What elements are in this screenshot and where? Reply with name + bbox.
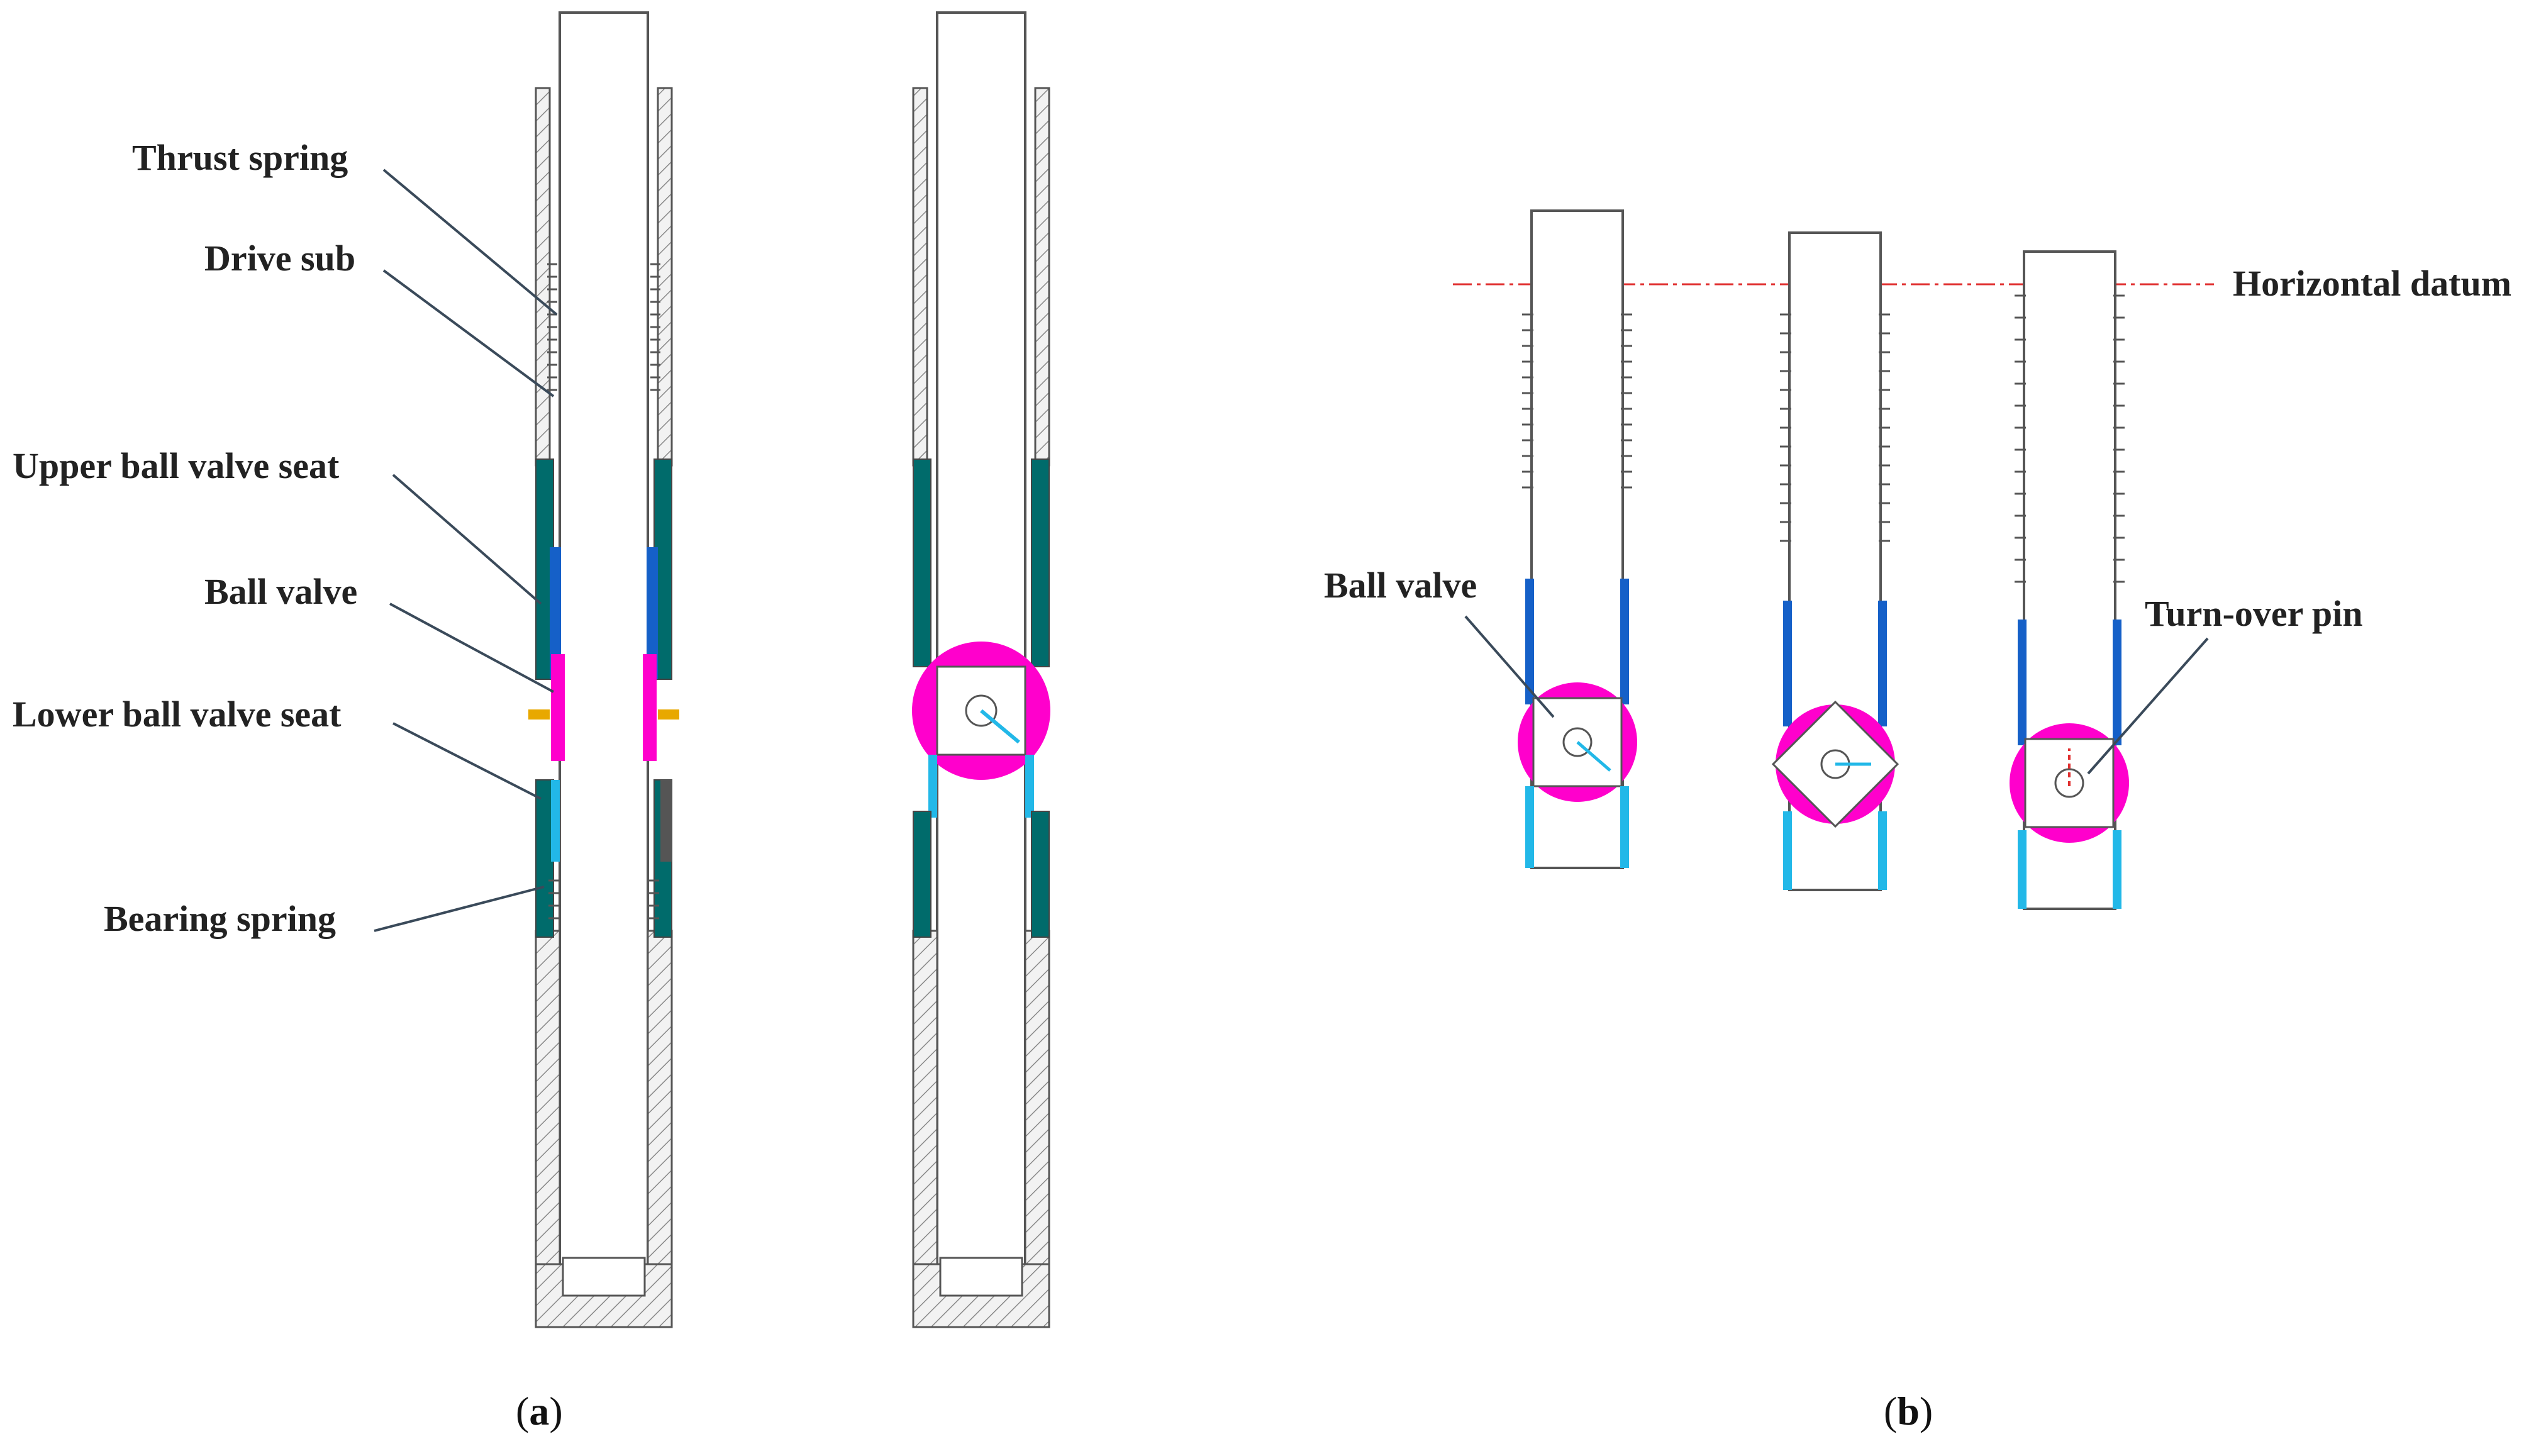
- ball-valve-right: [643, 654, 657, 761]
- upper-seat-blue-right: [647, 547, 658, 679]
- leader-turn-over-pin: [2087, 637, 2209, 775]
- leader-upper-seat: [392, 474, 542, 605]
- spring-coils: [1780, 313, 1890, 542]
- tool-b-position-2: [1771, 231, 1899, 891]
- panel-a: Thrust spring Drive sub Upper ball valve…: [13, 11, 1050, 1433]
- label-horizontal-datum: Horizontal datum: [2233, 263, 2511, 304]
- lower-seat-cyan-right: [1025, 755, 1034, 818]
- lower-seat-teal-right: [1031, 811, 1050, 938]
- bearing-spring-coils: [548, 879, 659, 920]
- housing-left-upper: [912, 87, 928, 467]
- upper-seat-left: [2018, 620, 2027, 745]
- turn-over-pin: [980, 709, 1020, 744]
- lower-seat-teal-left: [913, 811, 931, 938]
- leader-ball-valve: [389, 603, 554, 693]
- housing-right-upper: [1034, 87, 1050, 467]
- tool-b-position-3: [2010, 250, 2129, 910]
- bottom-sub-bore: [939, 1257, 1023, 1297]
- label-bearing-spring: Bearing spring: [104, 898, 336, 939]
- lower-seat-cyan-left: [928, 755, 937, 818]
- label-drive-sub: Drive sub: [204, 238, 355, 279]
- caption-b: (b): [1884, 1389, 1933, 1433]
- upper-seat-right: [2113, 620, 2121, 745]
- upper-seat-left: [1783, 601, 1792, 726]
- ball-valve-left: [551, 654, 565, 761]
- lower-seat-cyan-left: [551, 780, 560, 862]
- label-lower-seat: Lower ball valve seat: [13, 694, 342, 735]
- pivot-circle: [1562, 727, 1593, 757]
- leader-ball-valve-b: [1464, 615, 1555, 718]
- upper-seat-left: [1525, 579, 1534, 704]
- lower-seat-left: [1783, 811, 1792, 890]
- upper-seat-right: [1620, 579, 1629, 704]
- tool-a-closed: [528, 11, 679, 1328]
- label-thrust-spring: Thrust spring: [132, 137, 348, 178]
- lower-seat-right: [2113, 830, 2121, 909]
- lower-seat-right: [1878, 811, 1887, 890]
- lower-seat-right: [1620, 786, 1629, 868]
- upper-seat-blue-left: [550, 547, 561, 679]
- mandrel-tube: [559, 11, 649, 1287]
- label-turn-over-pin: Turn-over pin: [2145, 593, 2363, 634]
- upper-seat-teal-right: [1031, 458, 1050, 667]
- bottom-sub-bore: [562, 1257, 646, 1297]
- housing-right-lower: [647, 930, 673, 1328]
- caption-b-letter: b: [1897, 1389, 1920, 1433]
- spring-coils: [1522, 313, 1632, 489]
- leader-bearing-spring: [374, 886, 545, 932]
- caption-a: (a): [516, 1389, 563, 1433]
- label-ball-valve: Ball valve: [204, 571, 357, 612]
- lower-seat-left: [2018, 830, 2027, 909]
- leader-drive-sub: [382, 269, 555, 397]
- label-upper-seat: Upper ball valve seat: [13, 445, 340, 486]
- tool-b-position-1: [1518, 209, 1637, 869]
- caption-a-letter: a: [529, 1389, 549, 1433]
- leader-lower-seat: [392, 722, 542, 800]
- pivot-circle: [965, 694, 998, 727]
- tool-a-open: [912, 11, 1050, 1328]
- upper-seat-right: [1878, 601, 1887, 726]
- upper-seat-teal-left: [913, 458, 931, 667]
- pin: [1576, 741, 1611, 772]
- lower-seat-left: [1525, 786, 1534, 868]
- label-ball-valve-b: Ball valve: [1324, 565, 1477, 606]
- lower-seat-grey-right: [660, 780, 672, 862]
- thrust-spring-coils: [547, 263, 660, 391]
- pin-gold-right: [658, 709, 679, 720]
- panel-b: Horizontal datum: [1324, 209, 2511, 1433]
- leader-thrust-spring: [382, 169, 558, 316]
- lower-seat-teal-left: [535, 779, 554, 938]
- spring-coils: [2015, 294, 2125, 583]
- pivot-circle: [2054, 768, 2084, 798]
- labels-panel-a: Thrust spring Drive sub Upper ball valve…: [13, 137, 558, 939]
- pin-gold-left: [528, 709, 550, 720]
